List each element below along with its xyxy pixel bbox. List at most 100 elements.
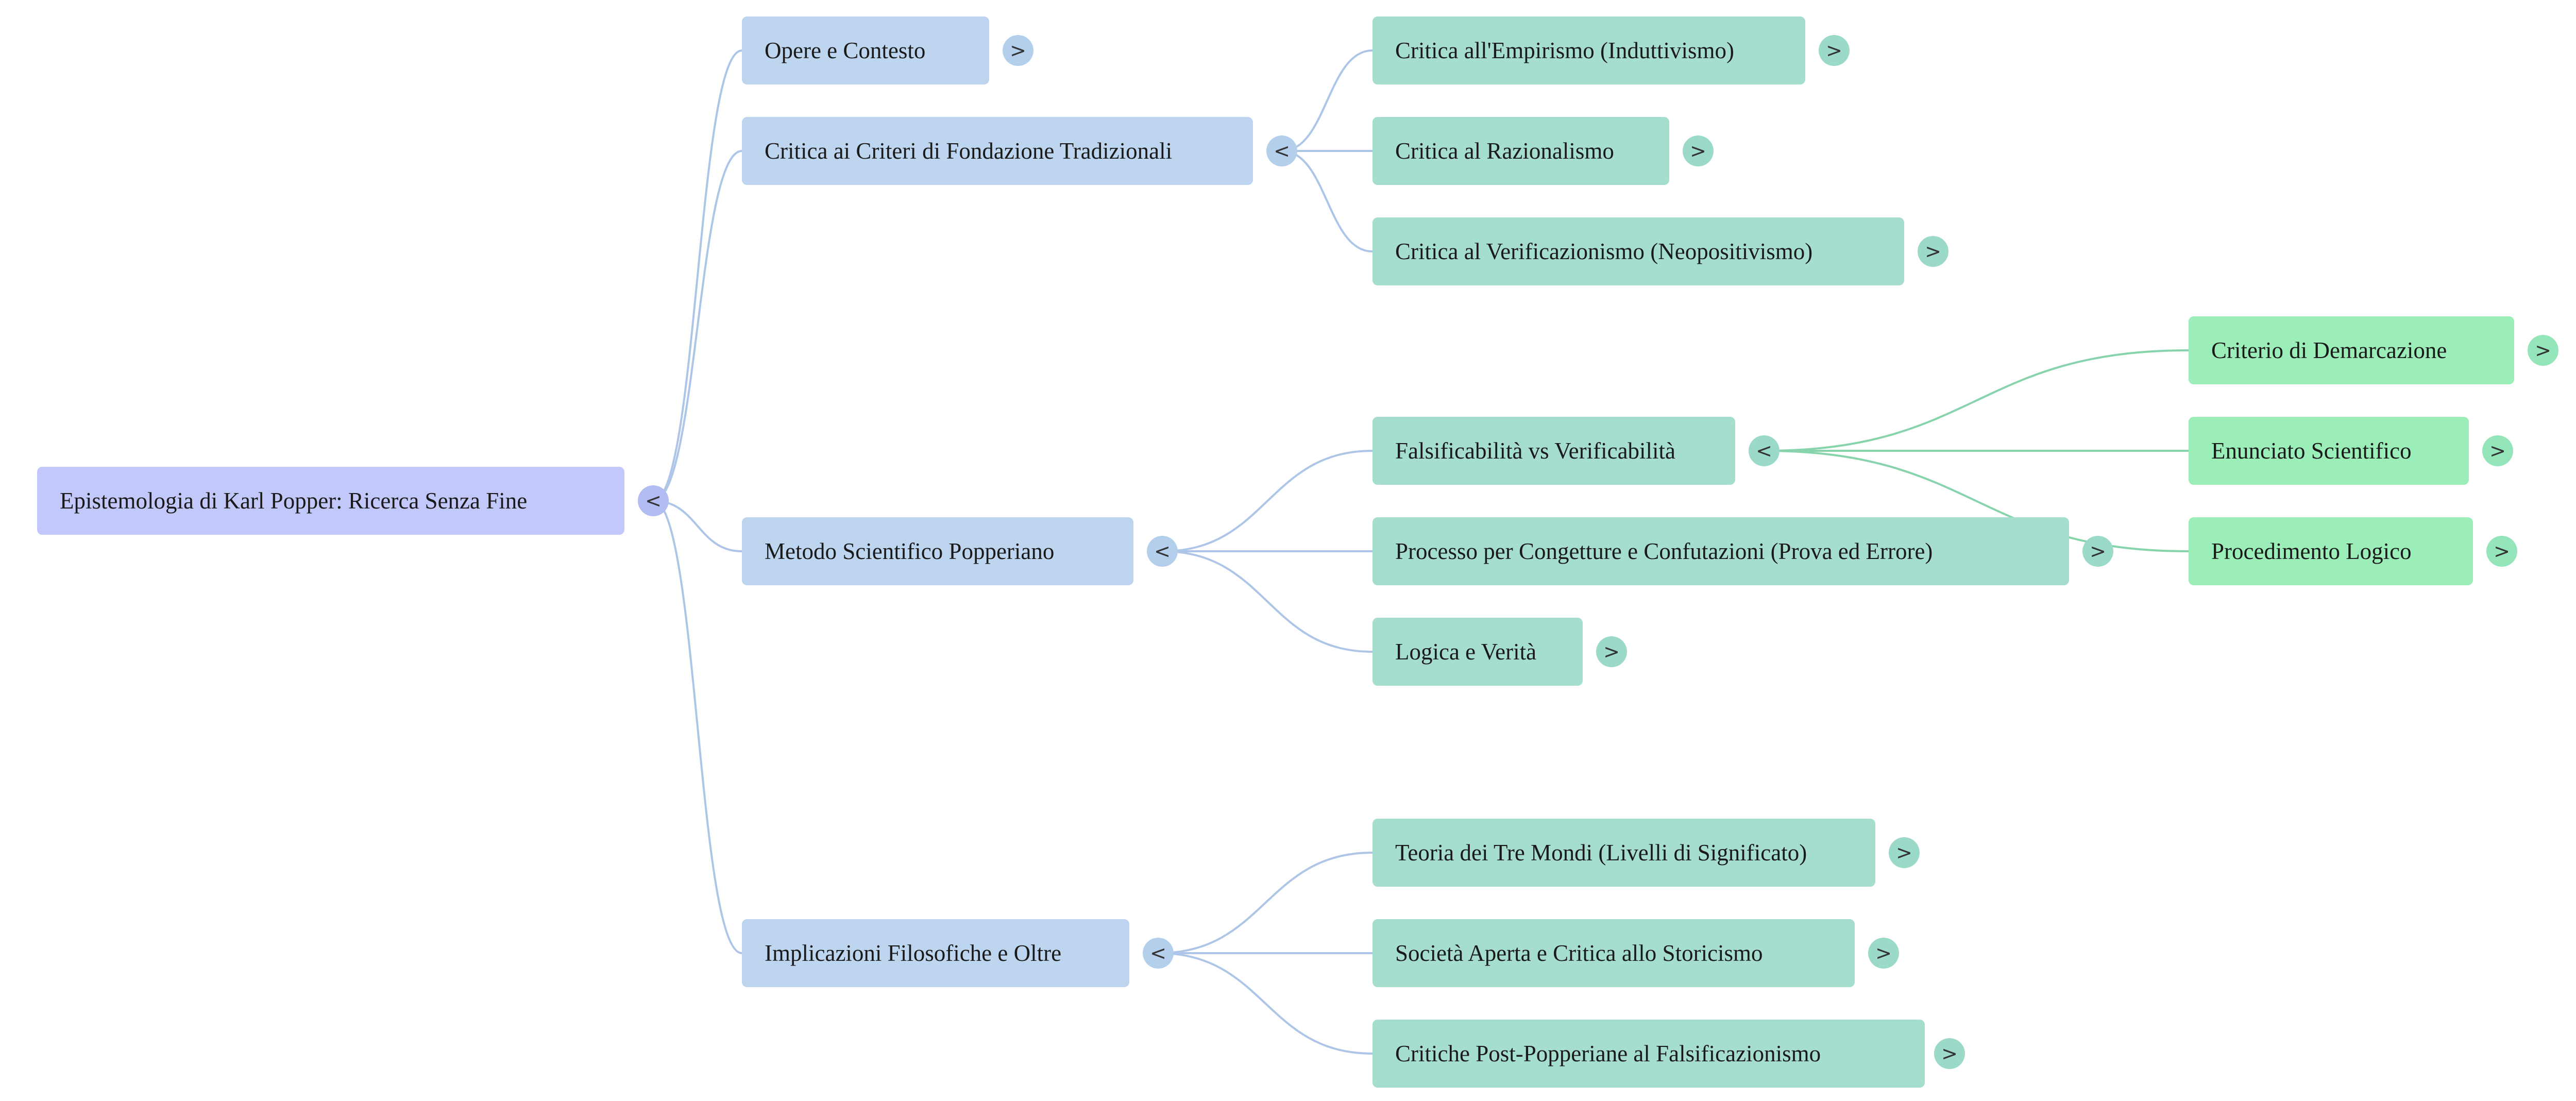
toggle-circle[interactable] bbox=[1889, 837, 1920, 868]
expand-toggle-icon[interactable]: > bbox=[1934, 1038, 1965, 1069]
edge-b-metodo-to-m-logica bbox=[1162, 550, 1373, 653]
node-label: Enunciato Scientifico bbox=[2211, 438, 2412, 464]
node-box[interactable] bbox=[1372, 417, 1735, 485]
subtopic-node-m-falsificabilita[interactable]: Falsificabilità vs Verificabilità < bbox=[1372, 417, 1780, 485]
toggle-glyph: > bbox=[2494, 540, 2510, 563]
toggle-glyph: < bbox=[1150, 942, 1166, 964]
toggle-circle[interactable] bbox=[2486, 536, 2517, 567]
toggle-circle[interactable] bbox=[2528, 335, 2558, 366]
node-box[interactable] bbox=[742, 517, 1133, 585]
node-box[interactable] bbox=[2189, 517, 2473, 585]
toggle-glyph: < bbox=[1756, 439, 1772, 462]
toggle-glyph: < bbox=[1274, 140, 1290, 162]
expand-toggle-icon[interactable]: > bbox=[2482, 435, 2513, 466]
branch-node-b-metodo[interactable]: Metodo Scientifico Popperiano < bbox=[742, 517, 1178, 585]
subtopic-node-c-verificazionismo[interactable]: Critica al Verificazionismo (Neopositivi… bbox=[1372, 217, 1948, 285]
node-label: Critica ai Criteri di Fondazione Tradizi… bbox=[765, 138, 1172, 164]
expand-toggle-icon[interactable]: > bbox=[1683, 135, 1714, 166]
toggle-glyph: > bbox=[1896, 841, 1912, 864]
branch-node-b-opere[interactable]: Opere e Contesto > bbox=[742, 16, 1033, 84]
node-label: Criterio di Demarcazione bbox=[2211, 337, 2447, 363]
node-box[interactable] bbox=[1372, 919, 1855, 987]
expand-toggle-icon[interactable]: > bbox=[1889, 837, 1920, 868]
edge-root-to-b-opere bbox=[653, 49, 742, 502]
node-label: Opere e Contesto bbox=[765, 38, 925, 63]
toggle-circle[interactable] bbox=[1868, 938, 1899, 969]
node-box[interactable] bbox=[1372, 819, 1875, 887]
toggle-circle[interactable] bbox=[1683, 135, 1714, 166]
expand-toggle-icon[interactable]: > bbox=[1819, 35, 1850, 66]
toggle-circle[interactable] bbox=[1819, 35, 1850, 66]
edge-root-to-b-critica bbox=[653, 150, 742, 502]
toggle-circle[interactable] bbox=[1003, 35, 1033, 66]
node-box[interactable] bbox=[2189, 316, 2514, 384]
collapse-toggle-icon[interactable]: < bbox=[1147, 536, 1178, 567]
edge-b-implicazioni-to-i-critiche bbox=[1158, 952, 1373, 1055]
subtopic-node-i-critiche[interactable]: Critiche Post-Popperiane al Falsificazio… bbox=[1372, 1020, 1965, 1088]
toggle-circle[interactable] bbox=[1596, 636, 1627, 667]
toggle-circle[interactable] bbox=[1934, 1038, 1965, 1069]
root-node-root[interactable]: Epistemologia di Karl Popper: Ricerca Se… bbox=[37, 467, 669, 535]
toggle-circle[interactable] bbox=[1266, 135, 1297, 166]
subtopic-node-m-logica[interactable]: Logica e Verità > bbox=[1372, 618, 1627, 686]
node-box[interactable] bbox=[1372, 217, 1904, 285]
expand-toggle-icon[interactable]: > bbox=[1868, 938, 1899, 969]
toggle-glyph: > bbox=[1925, 240, 1941, 263]
leaf-node-f-demarcazione[interactable]: Criterio di Demarcazione > bbox=[2189, 316, 2558, 384]
toggle-glyph: > bbox=[2489, 439, 2506, 462]
expand-toggle-icon[interactable]: > bbox=[2528, 335, 2558, 366]
node-box[interactable] bbox=[37, 467, 624, 535]
edge-b-implicazioni-to-i-mondi bbox=[1158, 852, 1373, 954]
leaf-node-f-enunciato[interactable]: Enunciato Scientifico > bbox=[2189, 417, 2513, 485]
toggle-glyph: > bbox=[2090, 540, 2106, 563]
node-box[interactable] bbox=[742, 16, 989, 84]
subtopic-node-c-razionalismo[interactable]: Critica al Razionalismo> bbox=[1372, 117, 1714, 185]
node-box[interactable] bbox=[1372, 1020, 1925, 1088]
node-box[interactable] bbox=[742, 919, 1129, 987]
node-label: Critica all'Empirismo (Induttivismo) bbox=[1395, 38, 1734, 63]
node-label: Teoria dei Tre Mondi (Livelli di Signifi… bbox=[1395, 840, 1807, 866]
leaf-node-f-procedimento[interactable]: Procedimento Logico > bbox=[2189, 517, 2517, 585]
expand-toggle-icon[interactable]: > bbox=[1918, 236, 1948, 267]
node-box[interactable] bbox=[1372, 117, 1669, 185]
node-label: Procedimento Logico bbox=[2211, 538, 2412, 564]
subtopic-node-i-mondi[interactable]: Teoria dei Tre Mondi (Livelli di Signifi… bbox=[1372, 819, 1920, 887]
toggle-circle[interactable] bbox=[638, 485, 669, 516]
node-label: Critiche Post-Popperiane al Falsificazio… bbox=[1395, 1041, 1821, 1066]
node-label: Critica al Verificazionismo (Neopositivi… bbox=[1395, 239, 1812, 264]
node-label: Metodo Scientifico Popperiano bbox=[765, 538, 1054, 564]
node-label: Logica e Verità bbox=[1395, 639, 1536, 665]
branch-node-b-implicazioni[interactable]: Implicazioni Filosofiche e Oltre< bbox=[742, 919, 1174, 987]
node-label: Processo per Congetture e Confutazioni (… bbox=[1395, 538, 1933, 564]
toggle-circle[interactable] bbox=[1143, 938, 1174, 969]
node-label: Falsificabilità vs Verificabilità bbox=[1395, 438, 1675, 464]
collapse-toggle-icon[interactable]: < bbox=[1749, 435, 1780, 466]
expand-toggle-icon[interactable]: > bbox=[1003, 35, 1033, 66]
toggle-circle[interactable] bbox=[1918, 236, 1948, 267]
toggle-glyph: > bbox=[1690, 140, 1706, 162]
node-box[interactable] bbox=[1372, 618, 1583, 686]
collapse-toggle-icon[interactable]: < bbox=[1266, 135, 1297, 166]
toggle-circle[interactable] bbox=[1749, 435, 1780, 466]
edge-root-to-b-implicazioni bbox=[653, 500, 742, 954]
toggle-circle[interactable] bbox=[2082, 536, 2113, 567]
node-box[interactable] bbox=[742, 117, 1253, 185]
toggle-circle[interactable] bbox=[1147, 536, 1178, 567]
node-box[interactable] bbox=[2189, 417, 2469, 485]
toggle-glyph: > bbox=[1941, 1042, 1958, 1065]
expand-toggle-icon[interactable]: > bbox=[1596, 636, 1627, 667]
expand-toggle-icon[interactable]: > bbox=[2082, 536, 2113, 567]
toggle-glyph: > bbox=[1010, 39, 1026, 62]
toggle-circle[interactable] bbox=[2482, 435, 2513, 466]
subtopic-node-i-societa[interactable]: Società Aperta e Critica allo Storicismo… bbox=[1372, 919, 1899, 987]
collapse-toggle-icon[interactable]: < bbox=[638, 485, 669, 516]
expand-toggle-icon[interactable]: > bbox=[2486, 536, 2517, 567]
collapse-toggle-icon[interactable]: < bbox=[1143, 938, 1174, 969]
toggle-glyph: > bbox=[2535, 339, 2551, 362]
node-box[interactable] bbox=[1372, 517, 2069, 585]
subtopic-node-m-processo[interactable]: Processo per Congetture e Confutazioni (… bbox=[1372, 517, 2113, 585]
branch-node-b-critica[interactable]: Critica ai Criteri di Fondazione Tradizi… bbox=[742, 117, 1297, 185]
node-box[interactable] bbox=[1372, 16, 1805, 84]
subtopic-node-c-empirismo[interactable]: Critica all'Empirismo (Induttivismo) > bbox=[1372, 16, 1850, 84]
